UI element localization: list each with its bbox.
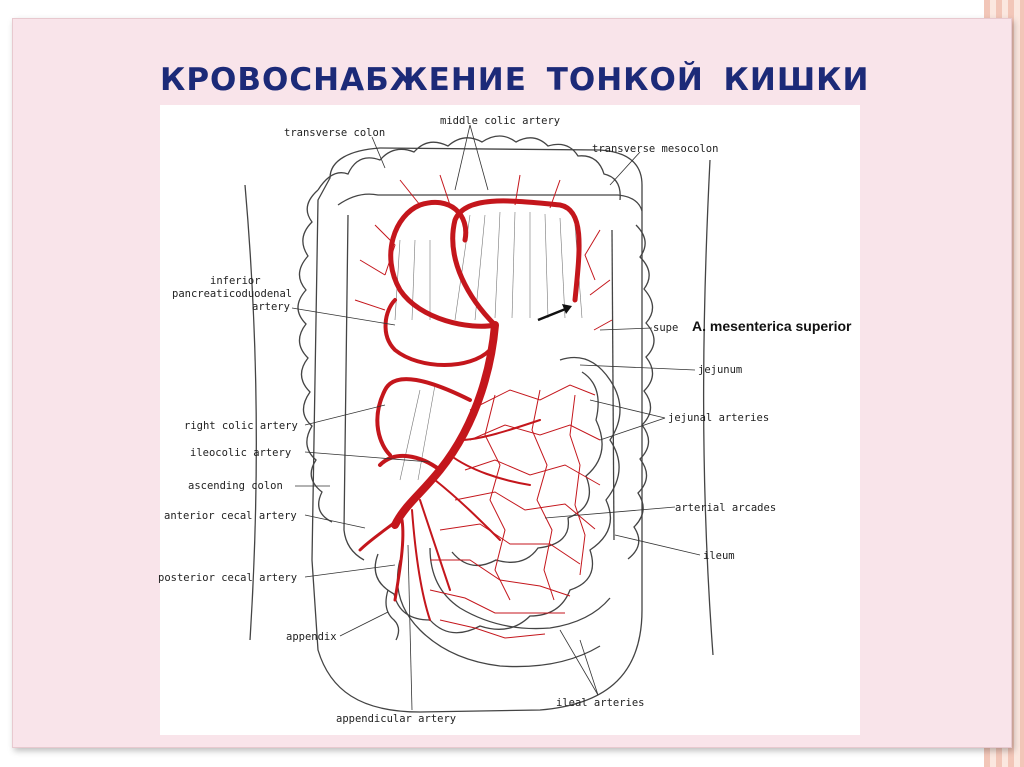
label-appendix: appendix — [286, 631, 337, 643]
label-ileum: ileum — [703, 550, 735, 562]
label-jejunum: jejunum — [698, 364, 742, 376]
leader-lines — [291, 124, 701, 711]
diagram-background — [160, 105, 860, 735]
label-a-mesenterica-superior: A. mesenterica superior — [692, 318, 852, 334]
label-ascending-colon: ascending colon — [188, 480, 283, 492]
label-arterial-arcades: arterial arcades — [675, 502, 776, 514]
label-middle-colic-artery: middle colic artery — [440, 115, 560, 127]
superior-mesenteric-artery-tree — [358, 198, 582, 621]
appendix-shape — [385, 589, 400, 641]
label-transverse-mesocolon: transverse mesocolon — [592, 143, 718, 155]
label-ileal-arteries: ileal arteries — [556, 697, 645, 709]
ascending-colon-shape — [297, 189, 365, 561]
label-appendicular-artery: appendicular artery — [336, 713, 456, 725]
label-inferior-pancreaticoduodenal-3: artery — [252, 301, 290, 313]
label-transverse-colon: transverse colon — [284, 127, 385, 139]
label-ileocolic-artery: ileocolic artery — [190, 447, 291, 459]
slide-title: КРОВОСНАБЖЕНИЕ ТОНКОЙ КИШКИ — [160, 62, 870, 98]
label-right-colic-artery: right colic artery — [184, 420, 298, 432]
label-inferior-pancreaticoduodenal-2: pancreaticoduodenal — [172, 288, 292, 300]
right-bracket-line — [702, 159, 714, 656]
label-anterior-cecal-artery: anterior cecal artery — [164, 510, 297, 522]
label-superior-partial: supe — [653, 322, 678, 334]
small-intestine-loops — [374, 356, 621, 668]
left-bracket-line — [244, 184, 257, 641]
label-inferior-pancreaticoduodenal-1: inferior — [210, 275, 261, 287]
transverse-colon-shape — [317, 135, 643, 212]
label-jejunal-arteries: jejunal arteries — [668, 412, 769, 424]
label-posterior-cecal-artery: posterior cecal artery — [158, 572, 297, 584]
pointer-arrow — [537, 304, 572, 322]
